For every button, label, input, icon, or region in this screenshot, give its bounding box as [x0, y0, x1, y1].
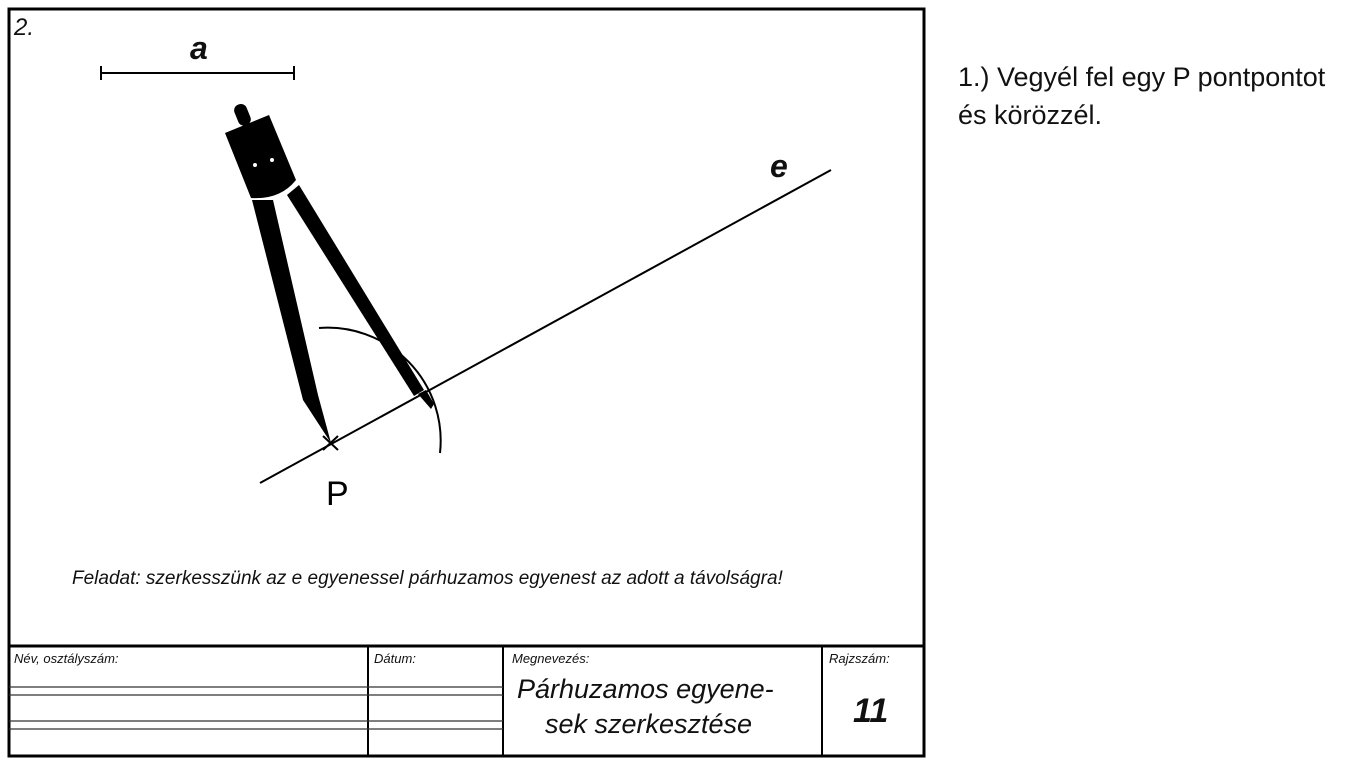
line-label: e	[770, 148, 788, 184]
line-e	[259, 169, 832, 484]
sheet-frame	[7, 7, 926, 758]
instruction-text: 1.) Vegyél fel egy P pontpontot és köröz…	[958, 62, 1326, 130]
segment-a	[100, 66, 295, 80]
exercise-number: 2.	[14, 14, 35, 41]
drawing-no-label: Rajzszám:	[829, 651, 890, 666]
name-label: Név, osztályszám:	[14, 651, 119, 666]
title-label: Megnevezés:	[512, 651, 590, 666]
date-label: Dátum:	[374, 651, 416, 666]
title-line1: Párhuzamos egyene-	[517, 674, 774, 704]
drawing-no: 11	[853, 692, 889, 730]
title-line2: sek szerkesztése	[545, 709, 753, 739]
point-p-mark	[322, 435, 339, 451]
name-lines	[9, 686, 503, 730]
segment-label: a	[190, 30, 208, 66]
arc	[318, 326, 442, 454]
compass-icon	[225, 103, 434, 443]
point-label: P	[326, 475, 349, 513]
task-text: Feladat: szerkesszünk az e egyenessel pá…	[72, 568, 783, 589]
